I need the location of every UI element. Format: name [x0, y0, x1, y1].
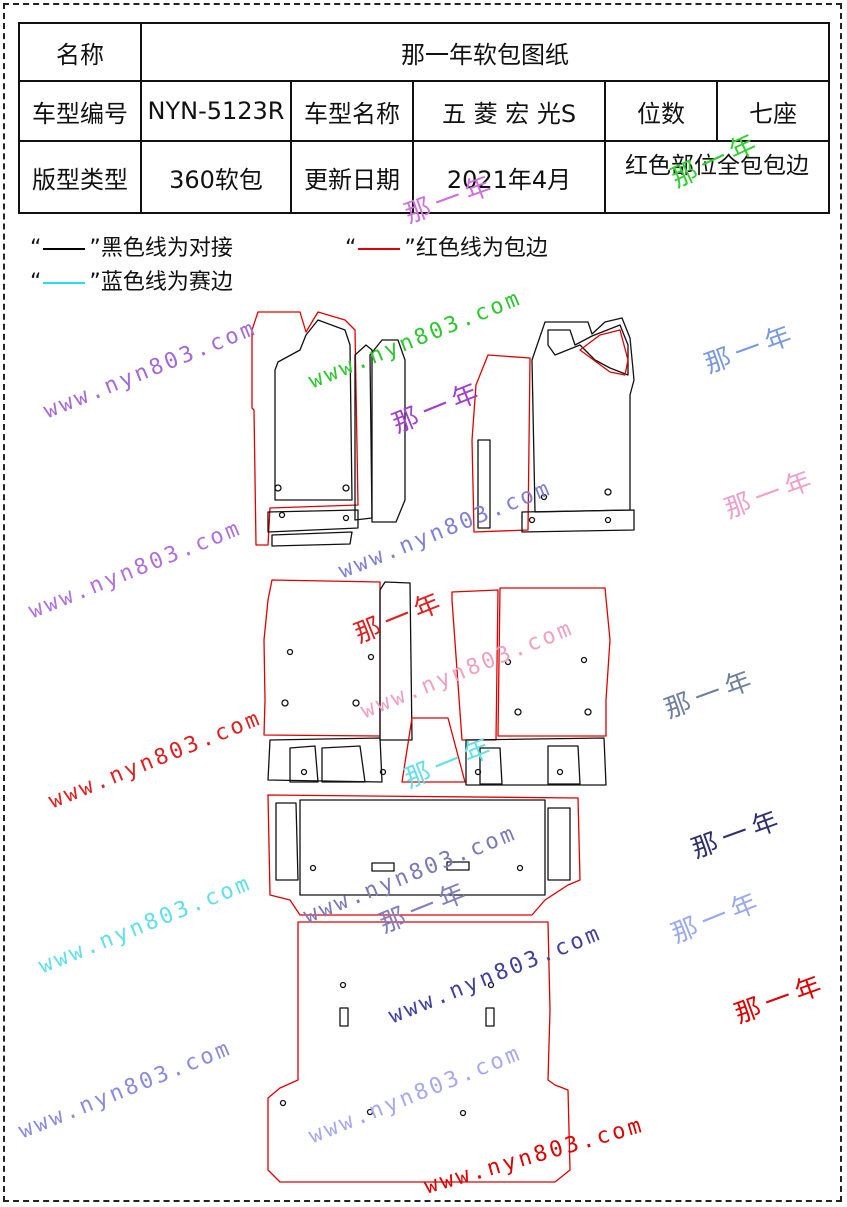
model-name: 五 菱 宏 光S: [412, 80, 606, 142]
black-line-swatch: [43, 248, 86, 250]
red-parts-note: 红色部位全包包边: [604, 140, 830, 214]
page-border: [3, 3, 842, 1202]
legend-blue: “”蓝色线为赛边: [30, 270, 233, 295]
center-tunnel-piece: [401, 717, 466, 783]
second-row-left-mat: [263, 579, 413, 783]
red-line-swatch: [358, 248, 401, 250]
seats-label: 位数: [604, 80, 718, 142]
second-row-right-mat: [451, 587, 611, 786]
trunk-mat: [267, 921, 571, 1183]
blue-line-swatch: [43, 282, 86, 284]
legend-black-text: 黑色线为对接: [100, 236, 233, 261]
pattern-type: 360软包: [140, 140, 292, 214]
model-code: NYN-5123R: [140, 80, 292, 142]
drawing-title: 那一年软包图纸: [140, 22, 830, 82]
info-table: 名称 那一年软包图纸 车型编号 NYN-5123R 车型名称 五 菱 宏 光S …: [18, 22, 830, 214]
model-name-label: 车型名称: [290, 80, 414, 142]
update-date-label: 更新日期: [290, 140, 414, 214]
update-date: 2021年4月: [412, 140, 606, 214]
legend-blue-text: 蓝色线为赛边: [100, 270, 233, 295]
seats-value: 七座: [716, 80, 830, 142]
name-label: 名称: [18, 22, 142, 82]
front-left-mat: [251, 311, 359, 547]
pattern-type-label: 版型类型: [18, 140, 142, 214]
third-row-mat: [267, 794, 581, 916]
left-sill-strip: [354, 339, 406, 523]
legend-black: “”黑色线为对接: [30, 236, 233, 261]
legend-red-text: 红色线为包边: [415, 236, 548, 261]
front-right-mat: [471, 317, 635, 533]
model-code-label: 车型编号: [18, 80, 142, 142]
legend-red: “”红色线为包边: [345, 236, 548, 261]
